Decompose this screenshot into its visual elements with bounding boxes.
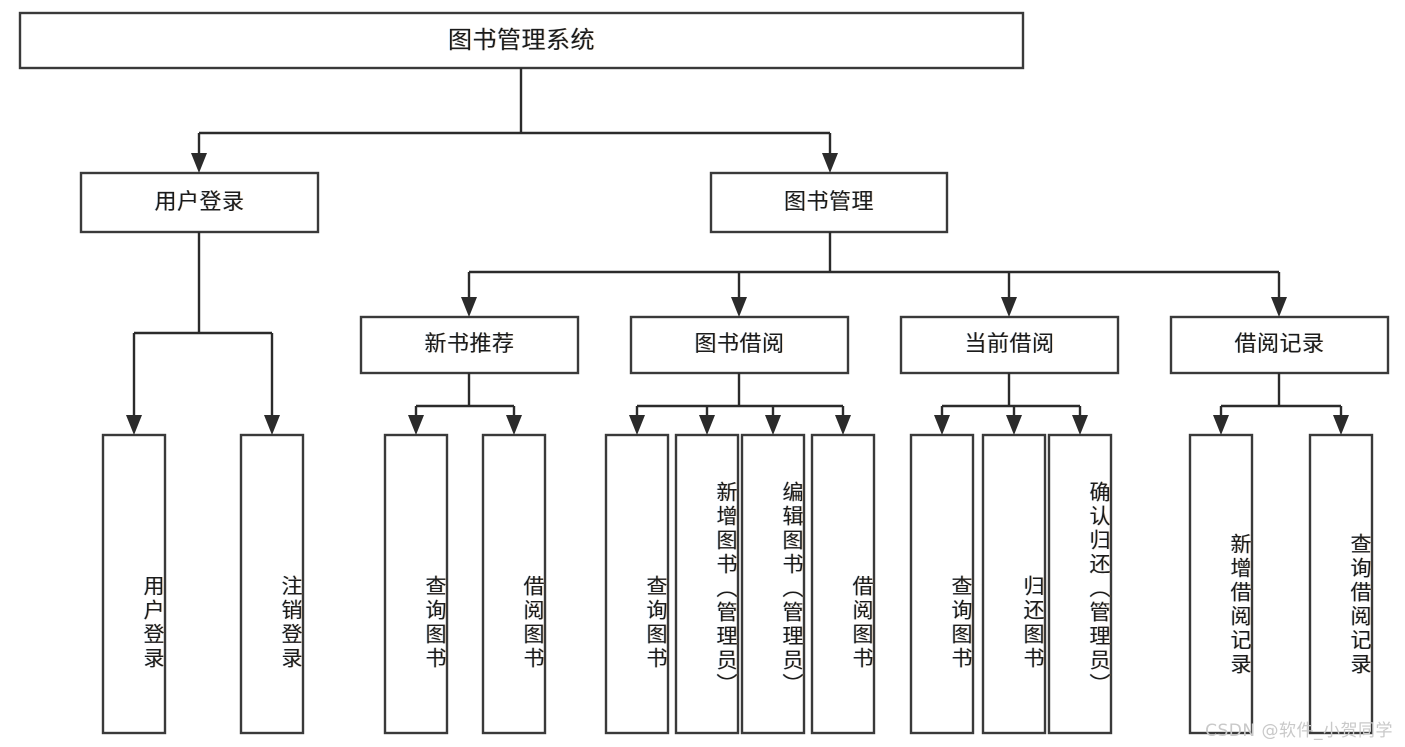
arrow-head-leaf-add-book	[699, 415, 715, 435]
node-box-new-book-rec[interactable]	[359, 315, 580, 375]
arrow-head-borrow-record	[1271, 297, 1287, 317]
arrow-head-leaf-query-book-3	[934, 415, 950, 435]
arrow-head-leaf-return-book	[1006, 415, 1022, 435]
leaf-box-edit-book[interactable]	[740, 433, 806, 735]
connector-bookmanage-to-level3	[461, 232, 1287, 317]
node-box-book-borrow[interactable]	[629, 315, 850, 375]
arrow-head-leaf-user-login	[126, 415, 142, 435]
arrow-head-new-book-rec	[461, 297, 477, 317]
leaf-box-user-login[interactable]	[101, 433, 167, 735]
arrow-head-leaf-edit-book	[765, 415, 781, 435]
connector-root-to-level2	[191, 68, 838, 173]
arrow-head-leaf-query-book-1	[408, 415, 424, 435]
leaf-box-borrow-book-1[interactable]	[481, 433, 547, 735]
leaf-box-add-book[interactable]	[674, 433, 740, 735]
arrow-head-leaf-confirm-return	[1072, 415, 1088, 435]
connector-bookborrow-to-leaves	[629, 373, 851, 435]
arrow-head-leaf-query-book-2	[629, 415, 645, 435]
arrow-head-book-manage	[822, 153, 838, 173]
arrow-head-leaf-user-logout	[264, 415, 280, 435]
arrow-head-current-borrow	[1001, 297, 1017, 317]
connector-borrowrecord-to-leaves	[1213, 373, 1349, 435]
node-box-current-borrow[interactable]	[899, 315, 1120, 375]
node-box-root[interactable]	[18, 11, 1025, 70]
leaf-box-query-book-1[interactable]	[383, 433, 449, 735]
leaf-box-confirm-return[interactable]	[1047, 433, 1113, 735]
leaf-box-query-book-3[interactable]	[909, 433, 975, 735]
leaf-box-borrow-book-2[interactable]	[810, 433, 876, 735]
node-box-book-manage[interactable]	[709, 171, 949, 234]
arrow-head-leaf-add-record	[1213, 415, 1229, 435]
node-box-borrow-record[interactable]	[1169, 315, 1390, 375]
connector-userlogin-to-leaves	[126, 232, 280, 435]
arrow-head-book-borrow	[731, 297, 747, 317]
arrow-head-user-login	[191, 153, 207, 173]
connector-currentborrow-to-leaves	[934, 373, 1088, 435]
leaf-box-query-record[interactable]	[1308, 433, 1374, 735]
arrow-head-leaf-borrow-book-1	[506, 415, 522, 435]
node-box-user-login[interactable]	[79, 171, 320, 234]
connector-newbookrec-to-leaves	[408, 373, 522, 435]
leaf-box-return-book[interactable]	[981, 433, 1047, 735]
arrow-head-leaf-borrow-book-2	[835, 415, 851, 435]
leaf-box-query-book-2[interactable]	[604, 433, 670, 735]
leaf-box-user-logout[interactable]	[239, 433, 305, 735]
arrow-head-leaf-query-record	[1333, 415, 1349, 435]
leaf-box-add-record[interactable]	[1188, 433, 1254, 735]
